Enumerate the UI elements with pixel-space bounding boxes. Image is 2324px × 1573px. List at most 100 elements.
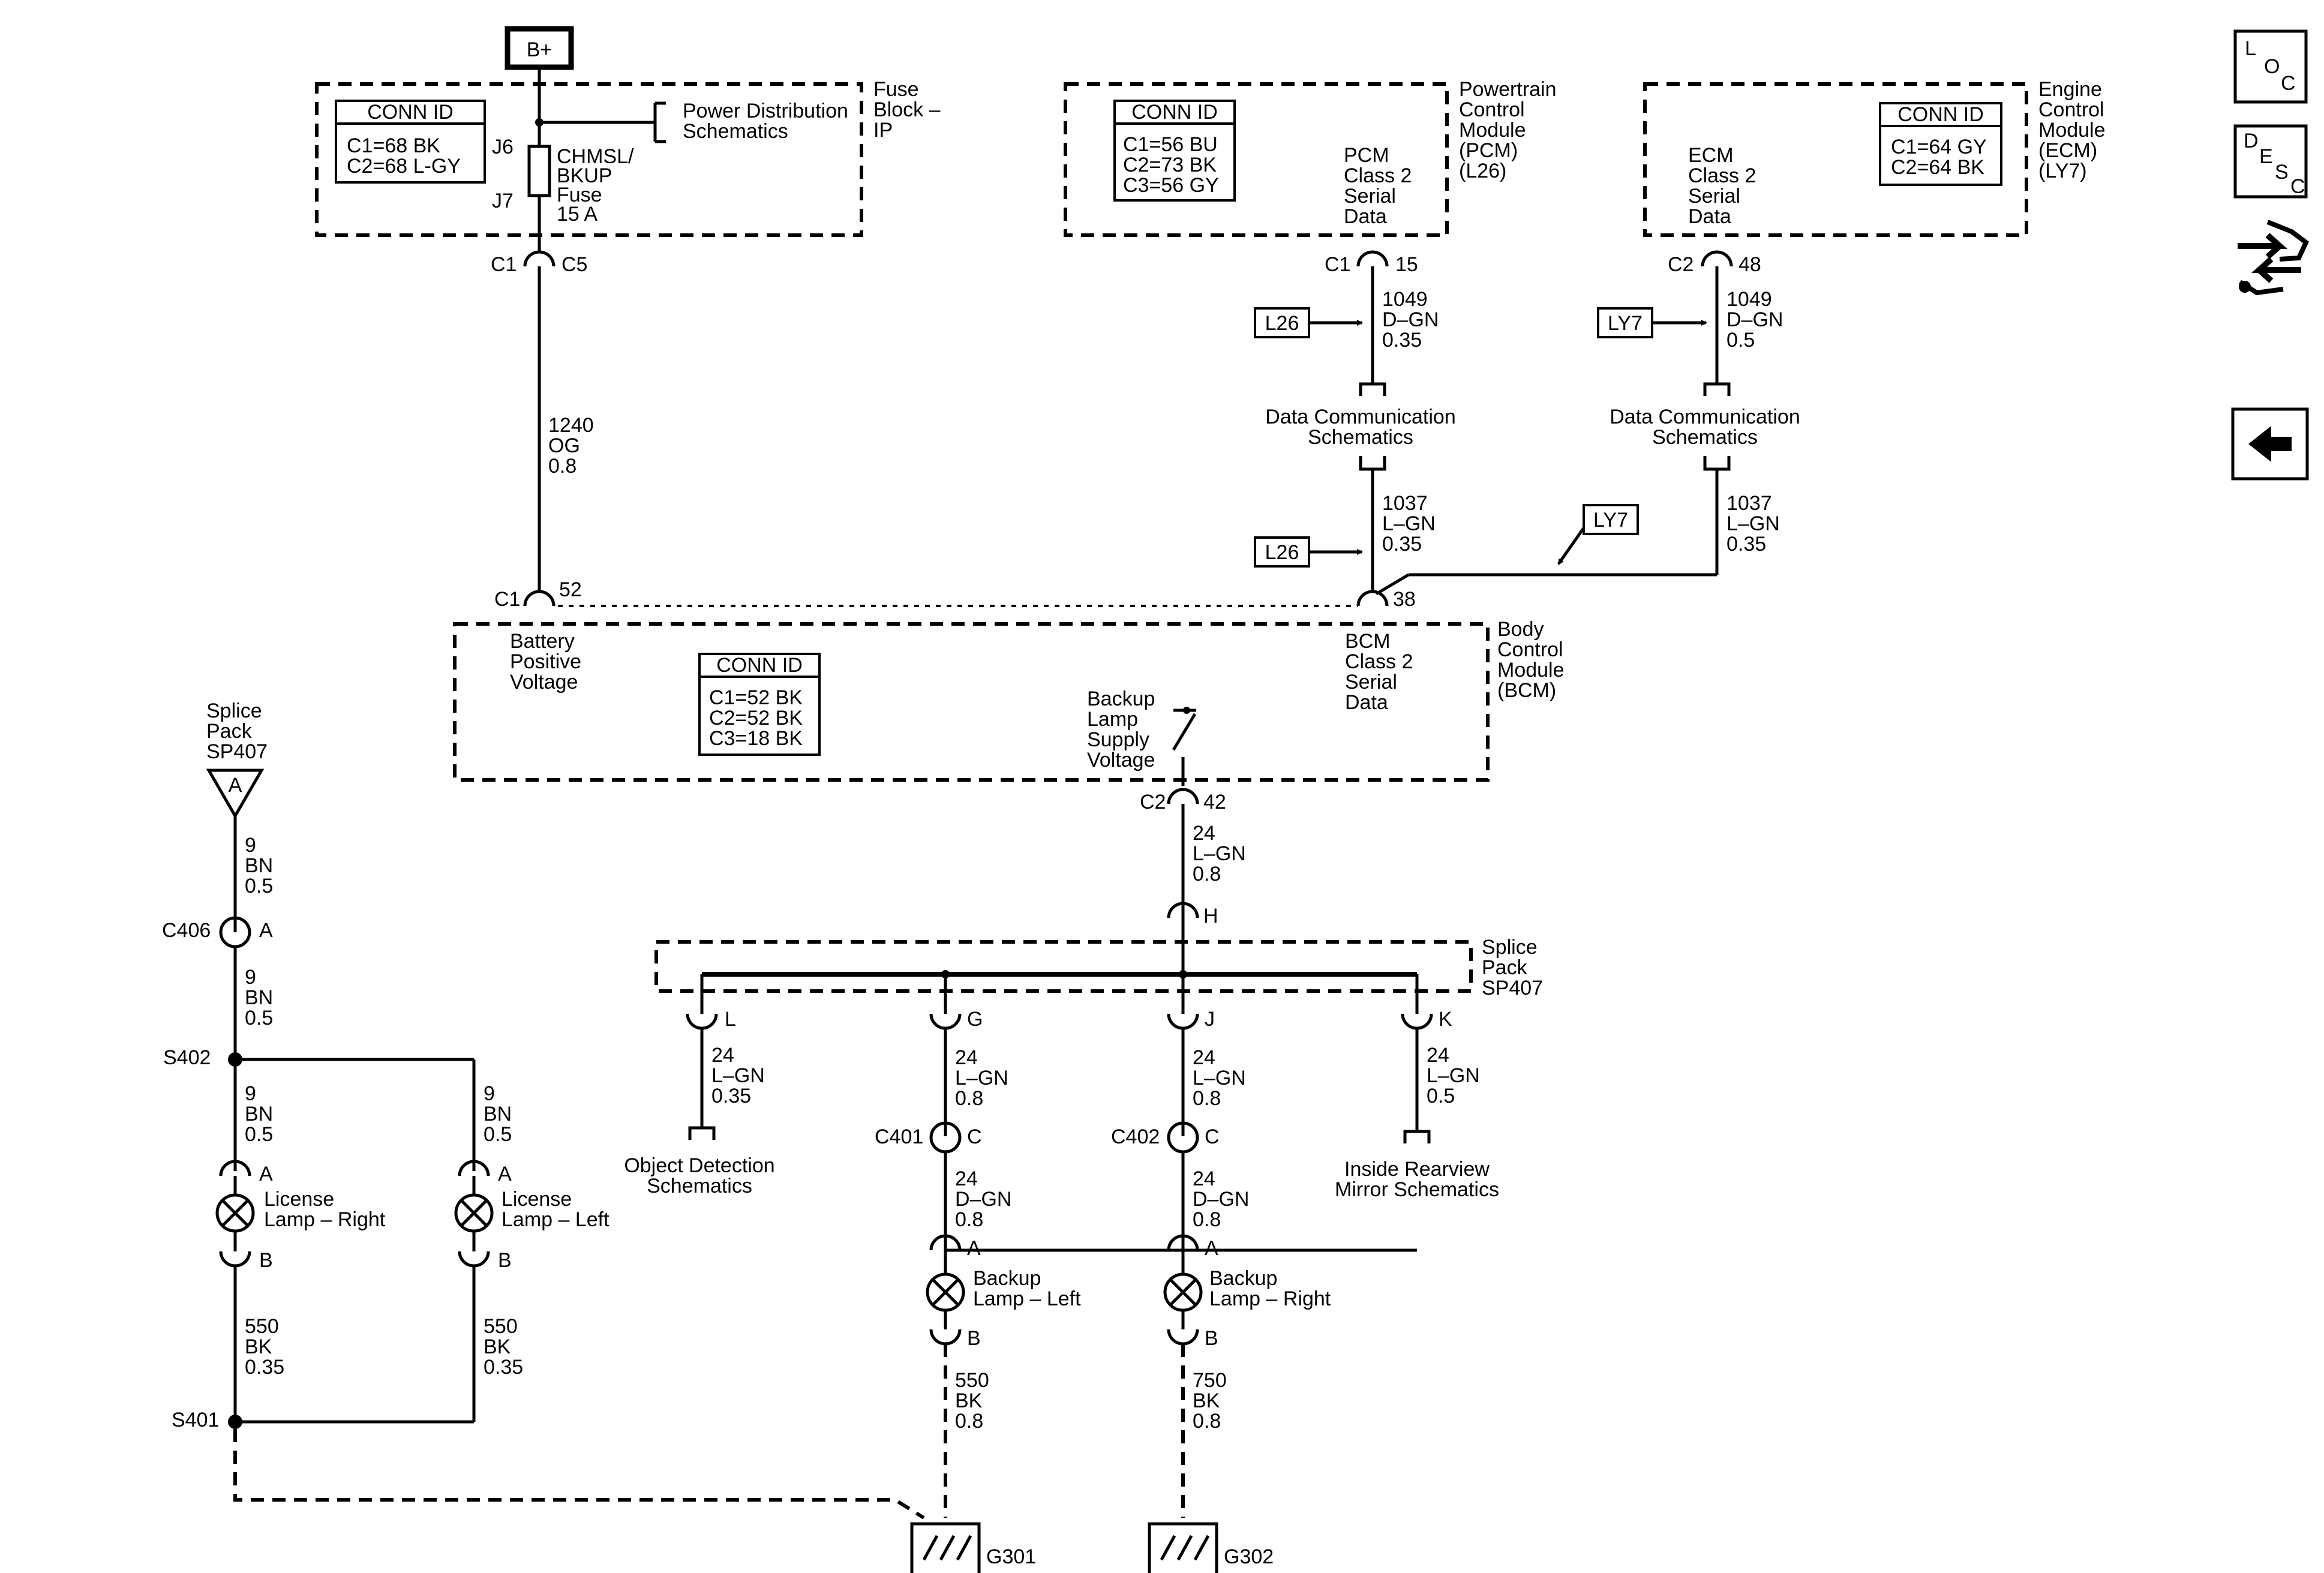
backup-lamp-right-label: Backup Lamp – Right (1209, 1267, 1331, 1310)
svg-text:Supply: Supply (1087, 728, 1149, 751)
wire-24-j-label: 24 L–GN 0.8 (1193, 1046, 1246, 1110)
svg-text:License: License (502, 1188, 572, 1211)
svg-text:B: B (498, 1249, 512, 1272)
svg-text:PCM: PCM (1344, 144, 1389, 167)
svg-text:Lamp – Right: Lamp – Right (264, 1208, 386, 1231)
wire-1037-ecm-label: 1037 L–GN 0.35 (1727, 492, 1780, 556)
wire-9-r-label: 9 BN 0.5 (245, 1082, 273, 1146)
handshake-swap-icon[interactable] (2238, 220, 2309, 296)
wire-550-r-label: 550 BK 0.35 (245, 1315, 284, 1379)
svg-text:550: 550 (245, 1315, 279, 1338)
svg-text:C1: C1 (1325, 253, 1350, 276)
svg-text:L26: L26 (1265, 312, 1299, 335)
svg-text:Voltage: Voltage (510, 671, 578, 694)
ly7-tag-top: LY7 (1597, 307, 1707, 338)
svg-text:G301: G301 (986, 1545, 1036, 1568)
wire-9-l-label: 9 BN 0.5 (484, 1082, 512, 1146)
connector-c402-top (1167, 1121, 1199, 1138)
splice-pack-bar-outline (654, 940, 1473, 993)
svg-text:Serial: Serial (1688, 185, 1740, 208)
svg-text:L–GN: L–GN (955, 1067, 1008, 1089)
svg-text:Data: Data (1688, 205, 1731, 228)
connector-backup-right-a (1167, 1234, 1199, 1251)
svg-text:A: A (259, 1163, 273, 1185)
svg-text:C2: C2 (1668, 253, 1694, 276)
svg-text:24: 24 (1193, 1046, 1215, 1069)
inside-mirror-label: Inside Rearview Mirror Schematics (1335, 1158, 1499, 1201)
wire-1049-ecm-label: 1049 D–GN 0.5 (1727, 288, 1783, 352)
svg-text:9: 9 (245, 834, 256, 857)
loc-button[interactable]: L O C (2233, 29, 2308, 104)
svg-text:Backup: Backup (973, 1267, 1041, 1290)
svg-text:CONN ID: CONN ID (367, 101, 454, 124)
wire-1049-pcm-label: 1049 D–GN 0.35 (1382, 288, 1439, 352)
svg-text:9: 9 (245, 1082, 256, 1105)
svg-text:IP: IP (873, 119, 893, 142)
svg-text:ECM: ECM (1688, 144, 1734, 167)
connector-backup-right-b (1167, 1329, 1199, 1346)
connector-c406-bottom (219, 932, 251, 948)
svg-text:C1=64 GY: C1=64 GY (1891, 136, 1987, 158)
svg-text:Serial: Serial (1344, 185, 1396, 208)
pcm-serial-label: PCM Class 2 Serial Data (1344, 144, 1412, 228)
svg-text:C: C (967, 1125, 982, 1148)
backup-lamp-left-bulb (926, 1250, 965, 1329)
l26-tag-bottom: L26 (1254, 536, 1363, 568)
svg-text:L–GN: L–GN (1427, 1064, 1480, 1087)
connector-c1-c5 (523, 250, 556, 267)
connector-bcm-c1 (523, 590, 556, 607)
svg-text:Module: Module (2038, 119, 2106, 142)
svg-text:C: C (2281, 72, 2296, 95)
svg-text:BK: BK (484, 1335, 511, 1358)
svg-text:24: 24 (1427, 1044, 1449, 1067)
svg-text:0.35: 0.35 (245, 1356, 284, 1379)
svg-text:24: 24 (1193, 822, 1215, 845)
svg-text:(PCM): (PCM) (1459, 139, 1518, 162)
fuse-block-conn-id: CONN ID C1=68 BK C2=68 L-GY (335, 100, 486, 184)
svg-text:1049: 1049 (1382, 288, 1428, 311)
svg-text:A: A (498, 1163, 512, 1185)
svg-text:C1=68 BK: C1=68 BK (347, 134, 440, 157)
svg-text:H: H (1203, 905, 1218, 927)
svg-text:0.5: 0.5 (1727, 329, 1755, 352)
back-button[interactable] (2231, 407, 2309, 481)
connector-license-left-a (458, 1160, 490, 1176)
svg-text:J6: J6 (492, 136, 514, 158)
svg-text:C: C (2290, 175, 2305, 198)
connector-c402-bottom (1167, 1137, 1199, 1154)
svg-text:D: D (2244, 130, 2259, 152)
svg-text:BKUP: BKUP (557, 164, 612, 187)
desc-button[interactable]: D E S C (2233, 124, 2308, 199)
svg-text:Inside Rearview: Inside Rearview (1344, 1158, 1490, 1181)
svg-text:O: O (2264, 55, 2280, 78)
svg-text:Pack: Pack (206, 720, 253, 743)
l26-tag-top: L26 (1254, 307, 1363, 338)
svg-text:1037: 1037 (1382, 492, 1428, 515)
svg-text:(LY7): (LY7) (2038, 160, 2087, 182)
connector-license-left-b (458, 1251, 490, 1268)
power-distribution-label: Power Distribution Schematics (683, 100, 848, 143)
svg-text:Power Distribution: Power Distribution (683, 100, 848, 122)
wire-24-main-label: 24 L–GN 0.8 (1193, 822, 1246, 885)
svg-text:C: C (1205, 1125, 1220, 1148)
wire-24-dg2-label: 24 D–GN 0.8 (1193, 1167, 1249, 1231)
wire-24-k-label: 24 L–GN 0.5 (1427, 1044, 1480, 1107)
svg-text:Class 2: Class 2 (1345, 650, 1413, 673)
wire-1240-label: 1240 OG 0.8 (548, 414, 594, 478)
left-arrow-icon (2248, 426, 2292, 462)
svg-text:Class 2: Class 2 (1344, 164, 1412, 187)
svg-text:A: A (259, 919, 273, 942)
svg-text:0.8: 0.8 (1193, 1087, 1221, 1110)
svg-text:24: 24 (1193, 1167, 1215, 1190)
pcm-conn-id: CONN ID C1=56 BU C2=73 BK C3=56 GY (1113, 100, 1236, 202)
svg-text:E: E (2259, 145, 2273, 168)
svg-text:Lamp – Left: Lamp – Left (973, 1287, 1081, 1310)
splice-pack-bar-label: Splice Pack SP407 (1482, 936, 1543, 999)
svg-text:0.5: 0.5 (484, 1123, 512, 1146)
svg-text:C2: C2 (1140, 791, 1166, 813)
svg-text:K: K (1439, 1008, 1452, 1031)
svg-text:0.35: 0.35 (1382, 533, 1422, 556)
connector-backup-left-b (929, 1329, 962, 1346)
svg-text:Voltage: Voltage (1087, 749, 1155, 772)
svg-text:CONN ID: CONN ID (1131, 101, 1218, 124)
